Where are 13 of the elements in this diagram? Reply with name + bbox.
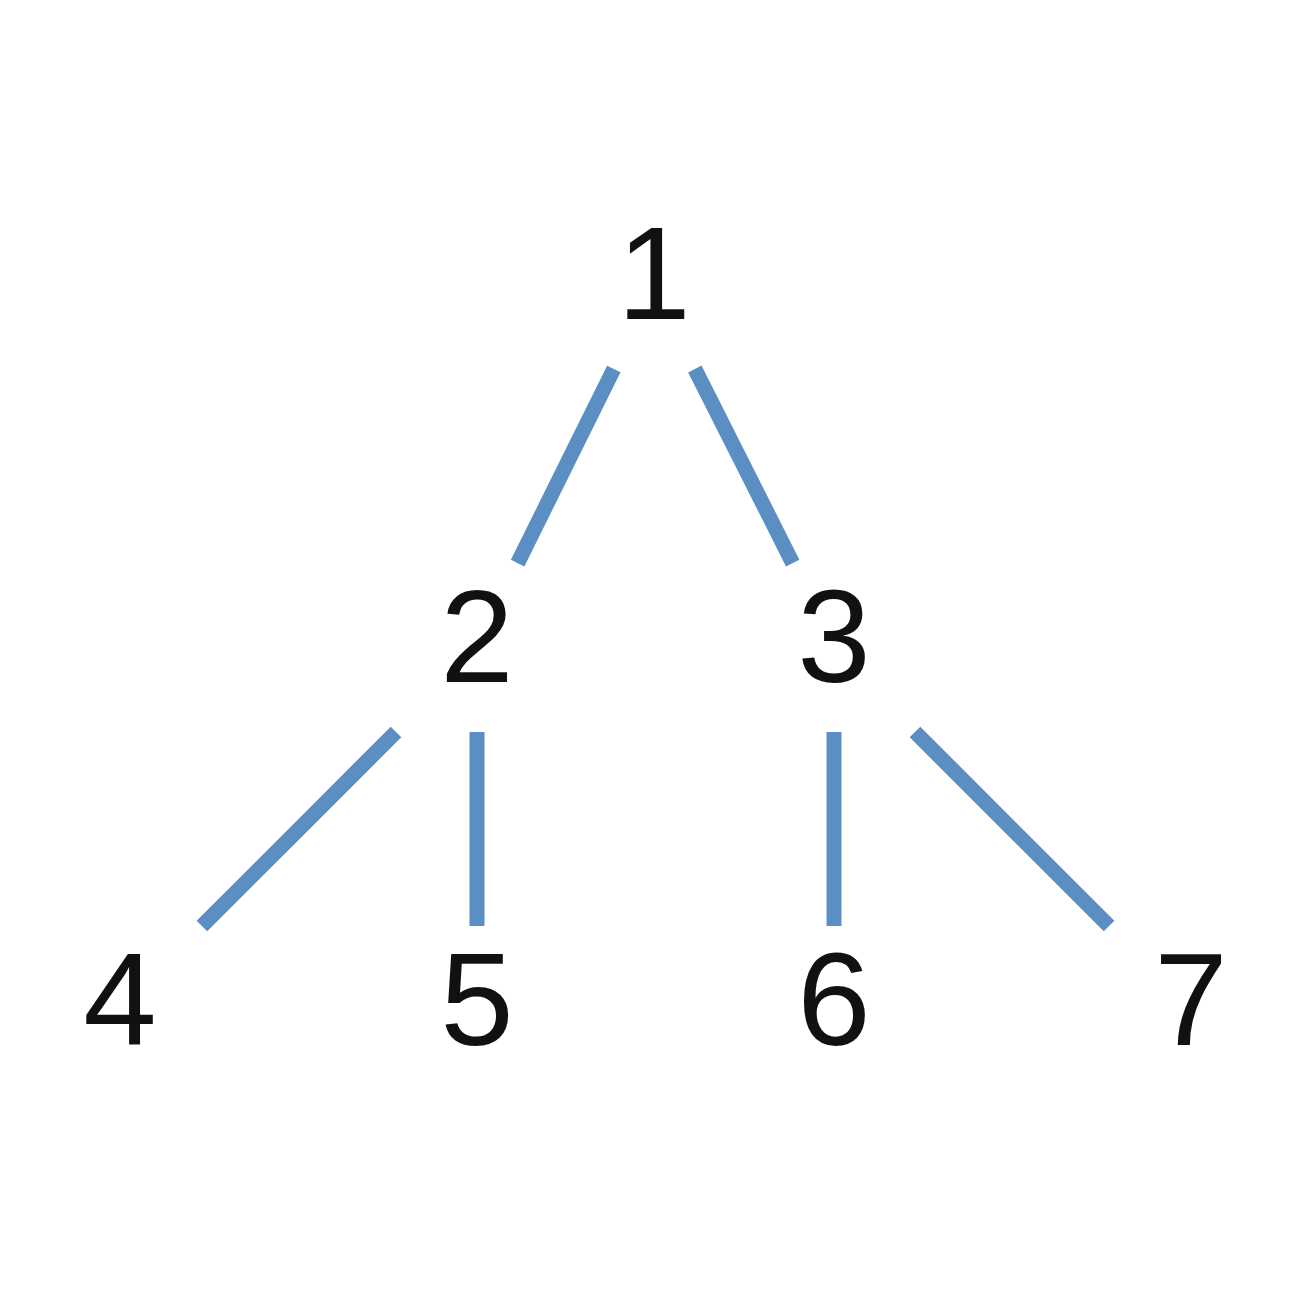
node-text: 5 bbox=[440, 925, 514, 1073]
node-text: 6 bbox=[797, 925, 871, 1073]
connector bbox=[688, 365, 800, 566]
connector bbox=[826, 731, 842, 926]
node-text: 4 bbox=[83, 925, 157, 1073]
node-text: 1 bbox=[617, 199, 691, 347]
connector bbox=[469, 731, 485, 926]
node-text: 3 bbox=[797, 562, 871, 710]
connector bbox=[196, 726, 402, 931]
node-text: 2 bbox=[440, 562, 514, 710]
node-text: 7 bbox=[1154, 925, 1228, 1073]
connector bbox=[909, 726, 1115, 931]
connector bbox=[510, 365, 621, 566]
